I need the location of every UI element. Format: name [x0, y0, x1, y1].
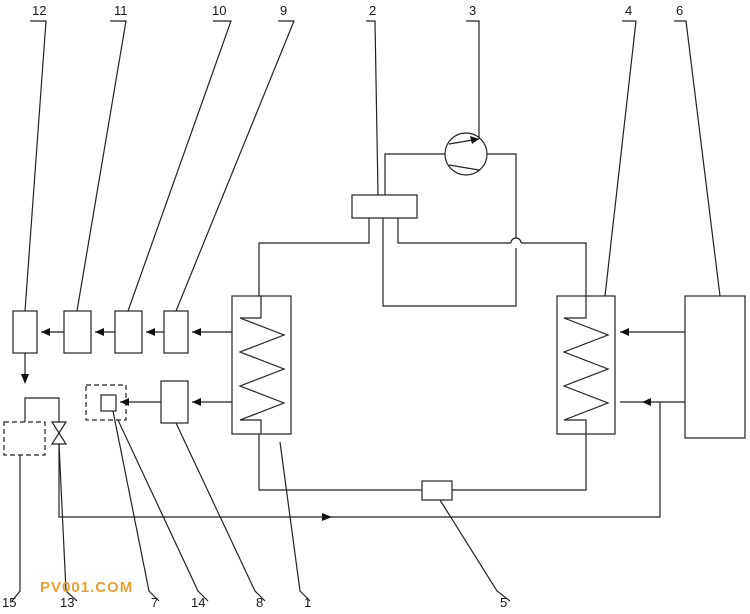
label-12: 12 [32, 3, 46, 18]
label-2: 2 [369, 3, 376, 18]
box-10 [114, 310, 143, 354]
leader-lines [11, 20, 721, 602]
number-labels: 12 11 10 9 2 3 4 6 15 13 7 14 8 1 5 [2, 3, 683, 610]
inner-box-14 [100, 394, 117, 412]
label-7: 7 [151, 595, 158, 610]
label-1: 1 [304, 595, 311, 610]
label-10: 10 [212, 3, 226, 18]
valve-13 [50, 421, 68, 445]
label-3: 3 [469, 3, 476, 18]
label-11: 11 [114, 3, 128, 18]
label-15: 15 [2, 595, 16, 610]
box-8 [160, 380, 189, 424]
unit-6 [684, 295, 746, 439]
box-11 [63, 310, 92, 354]
label-8: 8 [256, 595, 263, 610]
label-6: 6 [676, 3, 683, 18]
label-4: 4 [625, 3, 632, 18]
label-9: 9 [280, 3, 287, 18]
arrowheads [21, 136, 651, 521]
piping [24, 153, 685, 518]
label-14: 14 [191, 595, 205, 610]
label-5: 5 [500, 595, 507, 610]
watermark: PV001.COM [40, 579, 133, 596]
heat-exchanger-1 [231, 295, 292, 435]
component-5 [421, 480, 453, 501]
box-12 [12, 310, 38, 354]
heat-exchanger-4 [556, 295, 616, 435]
compressor-3 [444, 132, 488, 176]
valve-2 [351, 194, 418, 219]
box-9 [163, 310, 189, 354]
label-13: 13 [60, 595, 74, 610]
dashed-box-15 [3, 421, 46, 456]
